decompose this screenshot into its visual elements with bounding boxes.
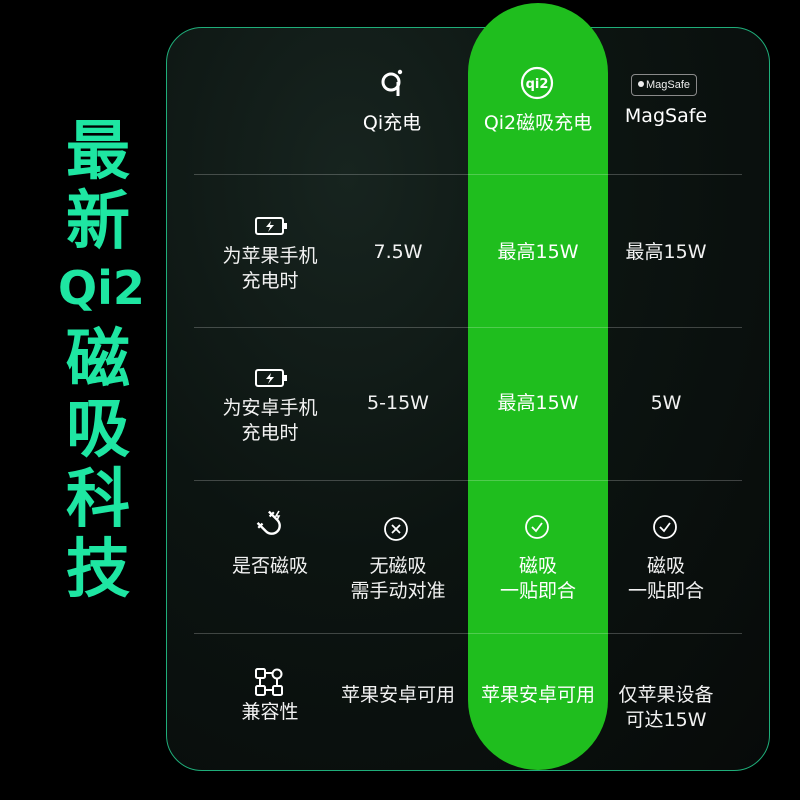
- cell-qi2: 最高15W: [497, 241, 579, 263]
- cell-magsafe: 5W: [650, 392, 682, 414]
- cell-line: 磁吸: [646, 555, 685, 577]
- cell-magsafe: 仅苹果设备 可达15W: [600, 683, 732, 733]
- magsafe-badge: MagSafe: [631, 74, 697, 96]
- cell-qi2: 磁吸 一贴即合: [468, 554, 608, 604]
- row-divider: [194, 633, 742, 634]
- cell-line: 磁吸: [518, 555, 557, 577]
- title-char: 新: [66, 185, 130, 259]
- qi-logo-icon: [381, 69, 403, 96]
- column-header-qi: Qi充电: [362, 112, 422, 134]
- cell-qi: 7.5W: [373, 241, 423, 263]
- cell-qi: 苹果安卓可用: [340, 684, 455, 706]
- x-circle-icon: [384, 517, 408, 541]
- title-char: 最: [66, 115, 130, 189]
- label-line: 充电时: [241, 422, 299, 444]
- battery-charging-icon: [255, 217, 287, 235]
- magsafe-badge-label: MagSafe: [645, 79, 691, 91]
- row-divider: [194, 480, 742, 481]
- cell-line: 需手动对准: [350, 580, 446, 602]
- title-char: 科: [66, 463, 130, 537]
- row-divider: [194, 174, 742, 175]
- qi2-logo-icon: qi2: [520, 66, 554, 100]
- apple-icon: [637, 81, 644, 87]
- row-label-apple: 为苹果手机 充电时: [200, 244, 340, 294]
- title-char: 吸: [66, 393, 130, 467]
- title-char: 技: [66, 533, 130, 607]
- vertical-title: 最 新 Qi2 磁 吸 科 技: [58, 115, 145, 607]
- label-line: 充电时: [241, 270, 299, 292]
- cell-line: 一贴即合: [627, 580, 704, 602]
- label-line: 为苹果手机: [222, 245, 318, 267]
- svg-text:qi2: qi2: [526, 77, 549, 92]
- row-label-compatibility: 兼容性: [241, 701, 299, 723]
- cell-qi: 无磁吸 需手动对准: [330, 554, 466, 604]
- cell-line: 一贴即合: [499, 580, 576, 602]
- qi2-highlight-column: [468, 3, 608, 770]
- column-header-magsafe: MagSafe: [624, 105, 708, 127]
- battery-charging-icon: [255, 369, 287, 387]
- row-divider: [194, 327, 742, 328]
- compatibility-icon: [255, 668, 283, 696]
- check-circle-icon: [653, 515, 677, 539]
- cell-magsafe: 磁吸 一贴即合: [600, 554, 732, 604]
- cell-magsafe: 最高15W: [625, 241, 707, 263]
- title-char: Qi2: [58, 261, 145, 315]
- check-circle-icon: [525, 515, 549, 539]
- magnet-icon: [256, 510, 281, 535]
- row-label-android: 为安卓手机 充电时: [200, 396, 340, 446]
- label-line: 为安卓手机: [222, 397, 318, 419]
- cell-line: 仅苹果设备: [618, 684, 714, 706]
- title-char: 磁: [66, 323, 130, 397]
- row-label-magnetic: 是否磁吸: [231, 555, 308, 577]
- cell-qi: 5-15W: [367, 392, 429, 414]
- cell-qi2: 苹果安卓可用: [480, 684, 595, 706]
- cell-line: 无磁吸: [369, 555, 427, 577]
- cell-line: 可达15W: [625, 709, 707, 731]
- column-header-qi2: Qi2磁吸充电: [483, 112, 593, 134]
- cell-qi2: 最高15W: [497, 392, 579, 414]
